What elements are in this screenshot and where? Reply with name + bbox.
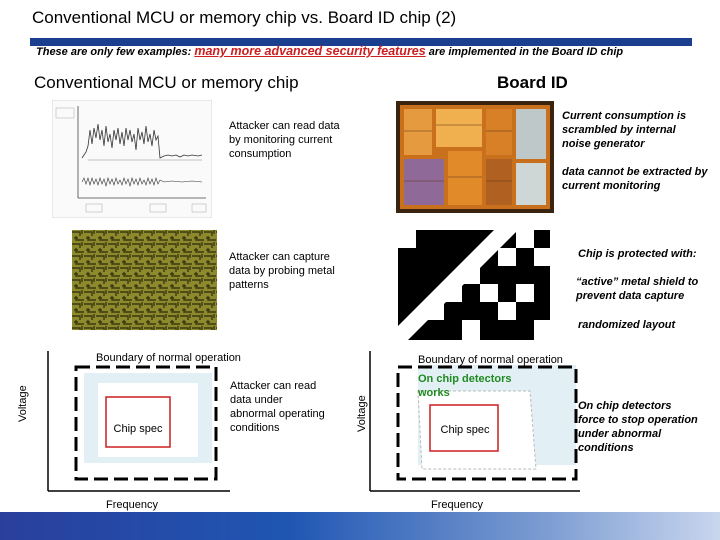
left-boundary-label: Boundary of normal operation xyxy=(96,352,241,364)
on-chip-detectors-label: On chip detectors works xyxy=(418,373,512,399)
right-voltage-axis-label: Voltage xyxy=(356,395,368,432)
current-monitoring-note: data cannot be extracted by current moni… xyxy=(562,166,708,192)
left-frequency-axis-label: Frequency xyxy=(106,499,158,511)
right-boundary-label: Boundary of normal operation xyxy=(418,354,563,366)
randomized-layout-note: randomized layout xyxy=(578,319,676,331)
abnormal-conditions-attack-note: Attacker can read data under abnormal op… xyxy=(230,380,325,434)
left-voltage-axis-label: Voltage xyxy=(17,385,29,422)
slide-title: Conventional MCU or memory chip vs. Boar… xyxy=(32,8,457,27)
current-consumption-graph xyxy=(52,100,212,218)
left-column-header: Conventional MCU or memory chip xyxy=(34,73,299,92)
probing-attack-note: Attacker can capture data by probing met… xyxy=(229,251,335,291)
noise-generator-note: Current consumption is scrambled by inte… xyxy=(562,110,687,150)
right-frequency-axis-label: Frequency xyxy=(431,499,483,511)
randomized-layout-image xyxy=(398,230,550,340)
subtitle-text-end: are implemented in the Board ID chip xyxy=(425,46,624,58)
subtitle-highlight: many more advanced security features xyxy=(194,44,426,58)
metal-pattern-image xyxy=(72,230,217,330)
footer-bar xyxy=(0,512,720,540)
current-attack-note: Attacker can read data by monitoring cur… xyxy=(229,120,340,160)
detectors-stop-note: On chip detectors force to stop operatio… xyxy=(578,400,698,454)
board-id-die-photo xyxy=(396,101,554,213)
right-chip-spec-label: Chip spec xyxy=(440,424,490,436)
title-underline xyxy=(30,38,692,46)
slide-subtitle: These are only few examples: many more a… xyxy=(36,44,623,58)
left-operating-diagram xyxy=(47,351,230,492)
subtitle-text: These are only few examples: xyxy=(36,46,195,58)
left-chip-spec-label: Chip spec xyxy=(113,423,163,435)
active-shield-note: “active” metal shield to prevent data ca… xyxy=(576,276,699,302)
protection-title: Chip is protected with: xyxy=(578,248,697,260)
right-column-header: Board ID xyxy=(497,73,568,92)
right-operating-diagram xyxy=(369,351,580,492)
